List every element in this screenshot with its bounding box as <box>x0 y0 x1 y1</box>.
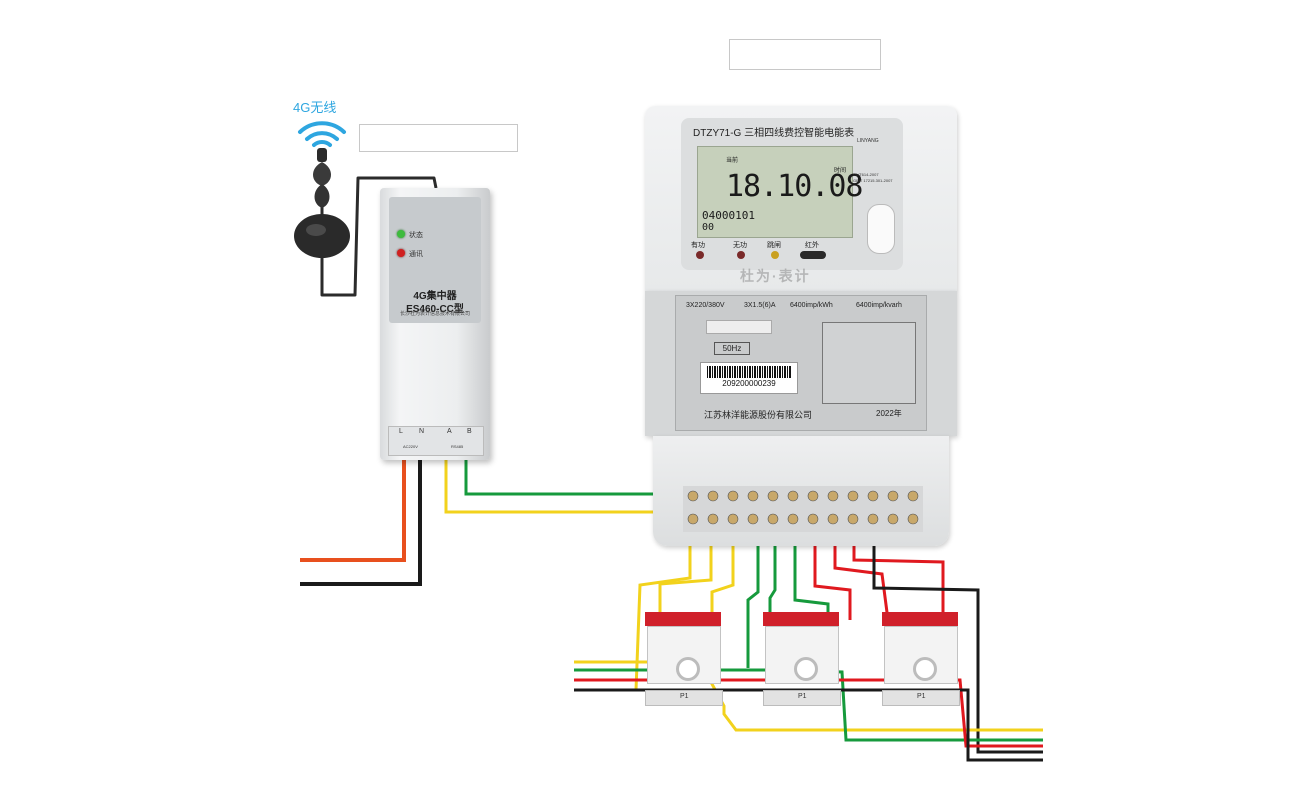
ct1-wire-yellow-a <box>634 540 692 691</box>
led-active <box>696 251 704 259</box>
meter-label-box <box>729 39 881 70</box>
status-led <box>397 230 405 238</box>
terminal-label-b: B <box>467 428 472 435</box>
ct3-top <box>882 612 958 626</box>
comm-led <box>397 249 405 257</box>
indicator-infrared: 红外 <box>805 242 819 249</box>
terminal-sub-ac: AC220V <box>403 444 418 449</box>
barcode-area: 209200000239 <box>700 362 798 394</box>
meter-top-cover: DTZY71-G 三相四线费控智能电能表 LINYANG 当前 时间 18.10… <box>645 106 957 291</box>
ct3-base: P1 <box>882 690 960 706</box>
power-wire-live <box>300 460 406 562</box>
wiring-chart <box>822 322 916 404</box>
meter-nameplate-area: 3X220/380V 3X1.5(6)A 6400imp/kWh 6400imp… <box>645 291 957 436</box>
ct3-wire-red-b <box>833 540 890 621</box>
antenna-icon <box>294 148 350 258</box>
ct2-wire-green-a <box>746 540 760 668</box>
indicator-trip: 跳闸 <box>767 242 781 249</box>
spec-imp-kwh: 6400imp/kWh <box>790 302 833 309</box>
current-transformer-3: P1 <box>882 612 960 708</box>
concentrator-title: 4G集中器 <box>413 291 457 302</box>
antenna-label-box <box>359 124 518 152</box>
wifi-icon <box>298 121 346 147</box>
brand-logo: LINYANG <box>857 138 879 144</box>
serial-blank <box>706 320 772 334</box>
4g-concentrator: 状态 通讯 4G集中器 ES460-CC型 长沙杜为表计信息技术有限公司 L N… <box>380 188 490 460</box>
spec-imp-kvarh: 6400imp/kvarh <box>856 302 902 309</box>
ct3-wire-red-a <box>813 540 852 620</box>
infrared-port <box>800 251 826 259</box>
led-reactive <box>737 251 745 259</box>
ct1-base: P1 <box>645 690 723 706</box>
meter-terminals <box>683 486 923 532</box>
indicator-active: 有功 <box>691 242 705 249</box>
cert-line-1: DL/T614-2007 <box>853 172 879 177</box>
manufacture-year: 2022年 <box>876 409 902 418</box>
terminal-label-a: A <box>447 428 452 435</box>
freq-box: 50Hz <box>714 342 750 355</box>
lcd-time-label: 时间 <box>834 167 847 174</box>
indicator-reactive: 无功 <box>733 242 747 249</box>
lcd-reading: 18.10.08 <box>726 169 863 204</box>
led-trip <box>771 251 779 259</box>
current-transformer-1: P1 <box>645 612 723 708</box>
ct3-body <box>884 626 958 684</box>
barcode-number: 209200000239 <box>722 379 776 388</box>
meter-model-title: DTZY71-G 三相四线费控智能电能表 <box>693 128 855 139</box>
lcd-code: 04000101 <box>702 209 755 222</box>
concentrator-terminal-block: L N A B AC220V RS485 <box>388 426 484 456</box>
power-wire-neutral <box>300 460 422 586</box>
ct2-wire-green-c <box>793 540 830 620</box>
ct2-label: P1 <box>798 693 807 700</box>
cert-line-2: GB/T 17215.301-2007 <box>853 178 893 183</box>
concentrator-model: ES460-CC型 <box>406 304 464 315</box>
terminal-label-l: L <box>399 428 403 435</box>
ct2-top <box>763 612 839 626</box>
lcd-top-label: 当前 <box>726 157 739 164</box>
ct3-wire-red-c <box>852 540 945 620</box>
scroll-buttons[interactable] <box>867 204 895 254</box>
lcd-code2: 00 <box>702 222 715 233</box>
lcd-screen: 当前 时间 18.10.08 04000101 00 <box>697 146 863 238</box>
smart-meter: DTZY71-G 三相四线费控智能电能表 LINYANG 当前 时间 18.10… <box>645 106 957 546</box>
ct2-wire-green-b <box>768 540 777 620</box>
ct2-ring <box>794 657 818 681</box>
status-label: 状态 <box>409 232 423 239</box>
wireless-label: 4G无线 <box>293 100 337 115</box>
nameplate: 3X220/380V 3X1.5(6)A 6400imp/kWh 6400imp… <box>675 295 927 431</box>
ct1-body <box>647 626 721 684</box>
ct3-ring <box>913 657 937 681</box>
concentrator-company: 长沙杜为表计信息技术有限公司 <box>399 311 470 317</box>
meter-terminal-block <box>653 436 949 546</box>
ct3-label: P1 <box>917 693 926 700</box>
ct1-label: P1 <box>680 693 689 700</box>
current-transformer-2: P1 <box>763 612 841 708</box>
terminal-label-n: N <box>419 428 425 435</box>
ct1-wire-yellow-c <box>658 540 713 620</box>
concentrator-panel: 状态 通讯 4G集中器 ES460-CC型 长沙杜为表计信息技术有限公司 <box>389 197 481 323</box>
barcode-bars <box>707 366 791 378</box>
spec-voltage: 3X220/380V <box>686 302 725 309</box>
ct1-wire-yellow-b <box>710 540 735 620</box>
terminal-sub-rs485: RS485 <box>451 444 464 449</box>
ct1-top <box>645 612 721 626</box>
neutral-wire-black <box>872 540 1043 754</box>
antenna-cable <box>320 175 438 297</box>
manufacturer-name: 江苏林洋能源股份有限公司 <box>704 410 813 420</box>
ct1-ring <box>676 657 700 681</box>
ct2-body <box>765 626 839 684</box>
spec-current: 3X1.5(6)A <box>744 302 776 309</box>
comm-label: 通讯 <box>409 251 423 258</box>
watermark: 杜为·表计 <box>740 268 811 284</box>
ct2-base: P1 <box>763 690 841 706</box>
